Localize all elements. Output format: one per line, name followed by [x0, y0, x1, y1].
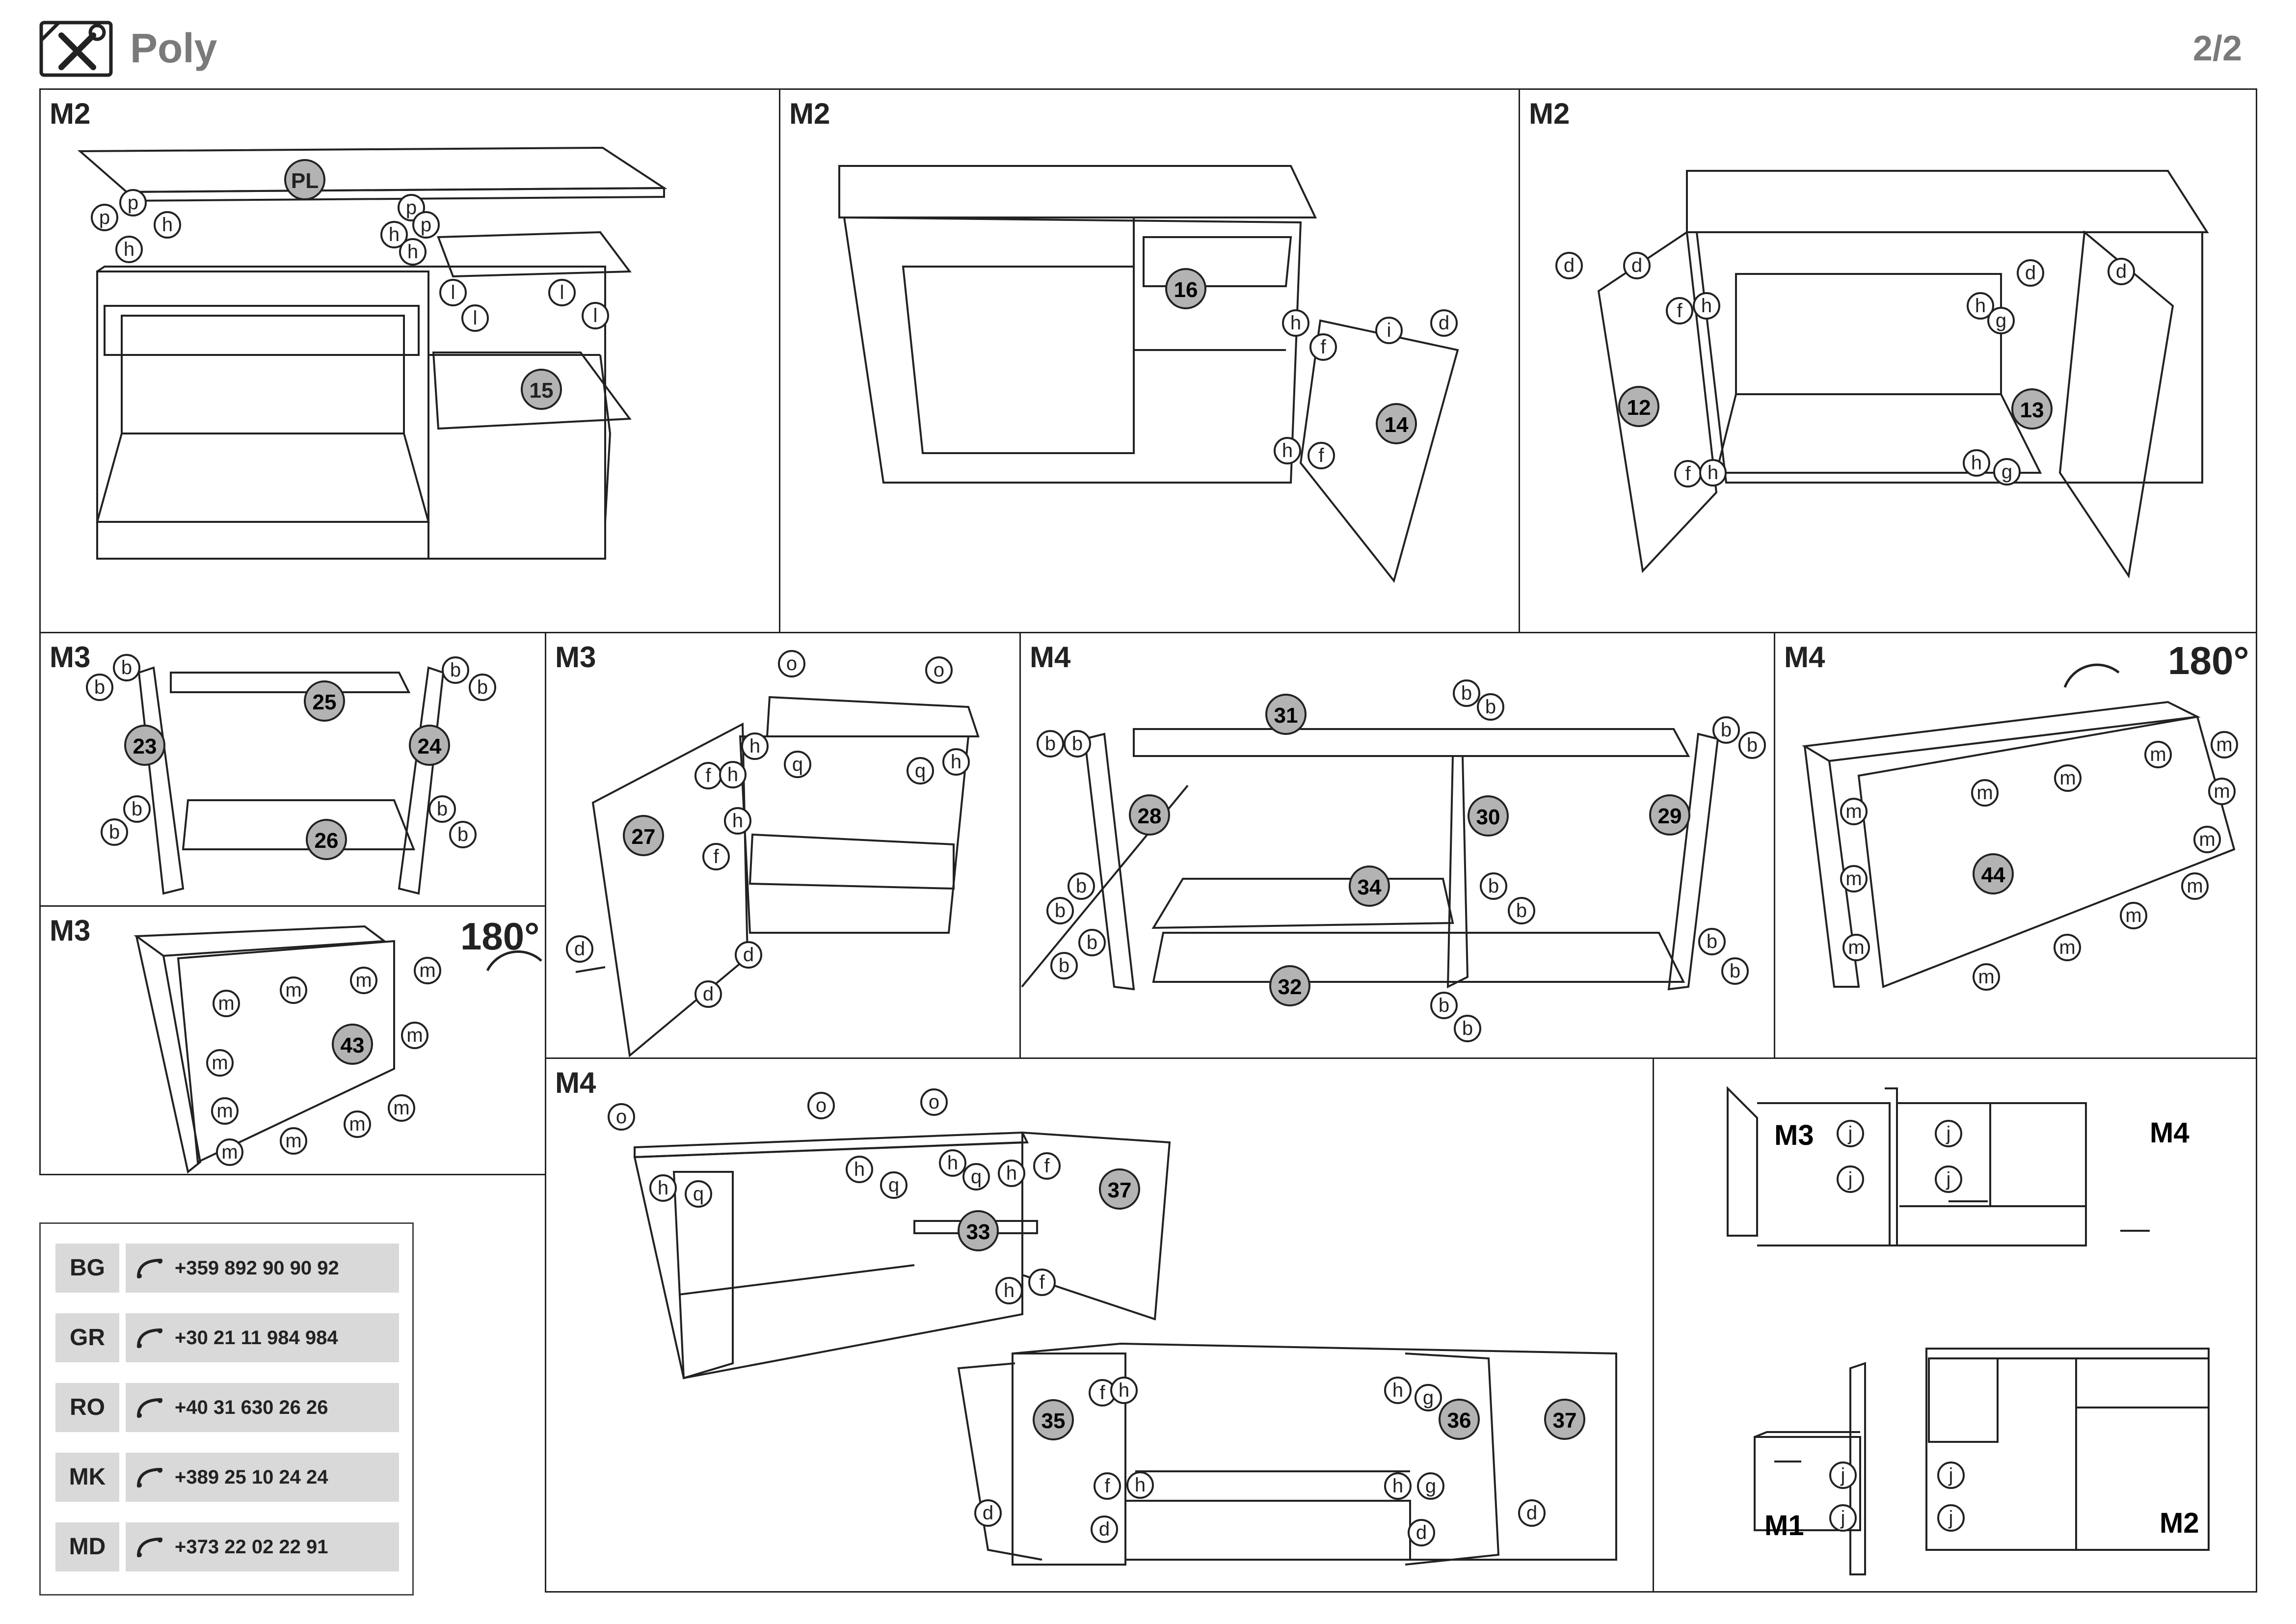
panel-m2-door-right: M2 16 14 h f i d h f — [779, 88, 1520, 633]
tools-icon — [39, 21, 113, 77]
country-code: MD — [55, 1522, 119, 1571]
phone-number: +359 892 90 90 92 — [175, 1257, 339, 1279]
phone-icon — [137, 1468, 162, 1488]
module-label: M4 — [1030, 641, 1071, 674]
panel-m3-back: M3 180° 43 m m m m m m m m m m m — [39, 905, 546, 1175]
module-label: M2 — [1529, 97, 1570, 130]
panel-m4-back: M4 180° 44 m m m m m m m m m m m m m — [1774, 632, 2257, 1059]
module-label: M2 — [789, 97, 830, 130]
contact-row: BG +359 892 90 90 92 — [55, 1244, 399, 1293]
panel-m3-frame: M3 25 23 24 26 b b b b b b b b — [39, 632, 546, 907]
assembly-drawing — [77, 146, 667, 560]
phone-field[interactable]: +389 25 10 24 24 — [126, 1453, 399, 1502]
module-label: M2 — [50, 97, 91, 130]
module-label: M3 — [50, 641, 91, 674]
country-code: RO — [55, 1383, 119, 1432]
module-label: M4 — [1784, 641, 1825, 674]
contact-row: GR +30 21 11 984 984 — [55, 1313, 399, 1362]
rotation-label: 180° — [460, 915, 540, 958]
phone-icon — [137, 1398, 162, 1418]
panel-module-joining: M3 M4 M1 M2 j j j j j j j j — [1653, 1057, 2257, 1593]
rotation-label: 180° — [2168, 639, 2249, 682]
phone-icon — [137, 1328, 162, 1348]
country-code: BG — [55, 1244, 119, 1293]
module-label: M4 — [555, 1066, 596, 1099]
phone-number: +40 31 630 26 26 — [175, 1397, 328, 1418]
phone-field[interactable]: +359 892 90 90 92 — [126, 1244, 399, 1293]
module-label: M3 — [50, 914, 91, 947]
contact-row: MK +389 25 10 24 24 — [55, 1453, 399, 1502]
contact-row: MD +373 22 02 22 91 — [55, 1522, 399, 1571]
phone-icon — [137, 1538, 162, 1557]
phone-number: +373 22 02 22 91 — [175, 1536, 328, 1558]
document-title: Poly — [130, 25, 217, 71]
country-code: MK — [55, 1453, 119, 1502]
phone-number: +389 25 10 24 24 — [175, 1466, 328, 1488]
phone-field[interactable]: +40 31 630 26 26 — [126, 1383, 399, 1432]
panel-m3-door: M3 27 o o h q f h q h h f d d d — [545, 632, 1021, 1059]
country-code: GR — [55, 1313, 119, 1362]
phone-icon — [137, 1259, 162, 1278]
phone-field[interactable]: +30 21 11 984 984 — [126, 1313, 399, 1362]
phone-field[interactable]: +373 22 02 22 91 — [126, 1522, 399, 1571]
panel-m4-doors: M4 37 33 35 36 37 o o o h q h q h q h f — [545, 1057, 1654, 1593]
panel-m2-worktop: M2 PL 15 p p h h p p h h l l l l — [39, 88, 780, 633]
panel-m2-doors-pair: M2 12 13 d d f h d d h g f h h g — [1519, 88, 2257, 633]
page-number: 2/2 — [2192, 29, 2242, 68]
contact-table: BG +359 892 90 90 92 GR +30 21 11 984 98… — [39, 1222, 414, 1596]
module-label: M3 — [555, 641, 596, 674]
contact-row: RO +40 31 630 26 26 — [55, 1383, 399, 1432]
phone-number: +30 21 11 984 984 — [175, 1327, 338, 1349]
panel-m4-frame: M4 31 28 30 29 34 32 b b b b b b b b b b… — [1019, 632, 1775, 1059]
